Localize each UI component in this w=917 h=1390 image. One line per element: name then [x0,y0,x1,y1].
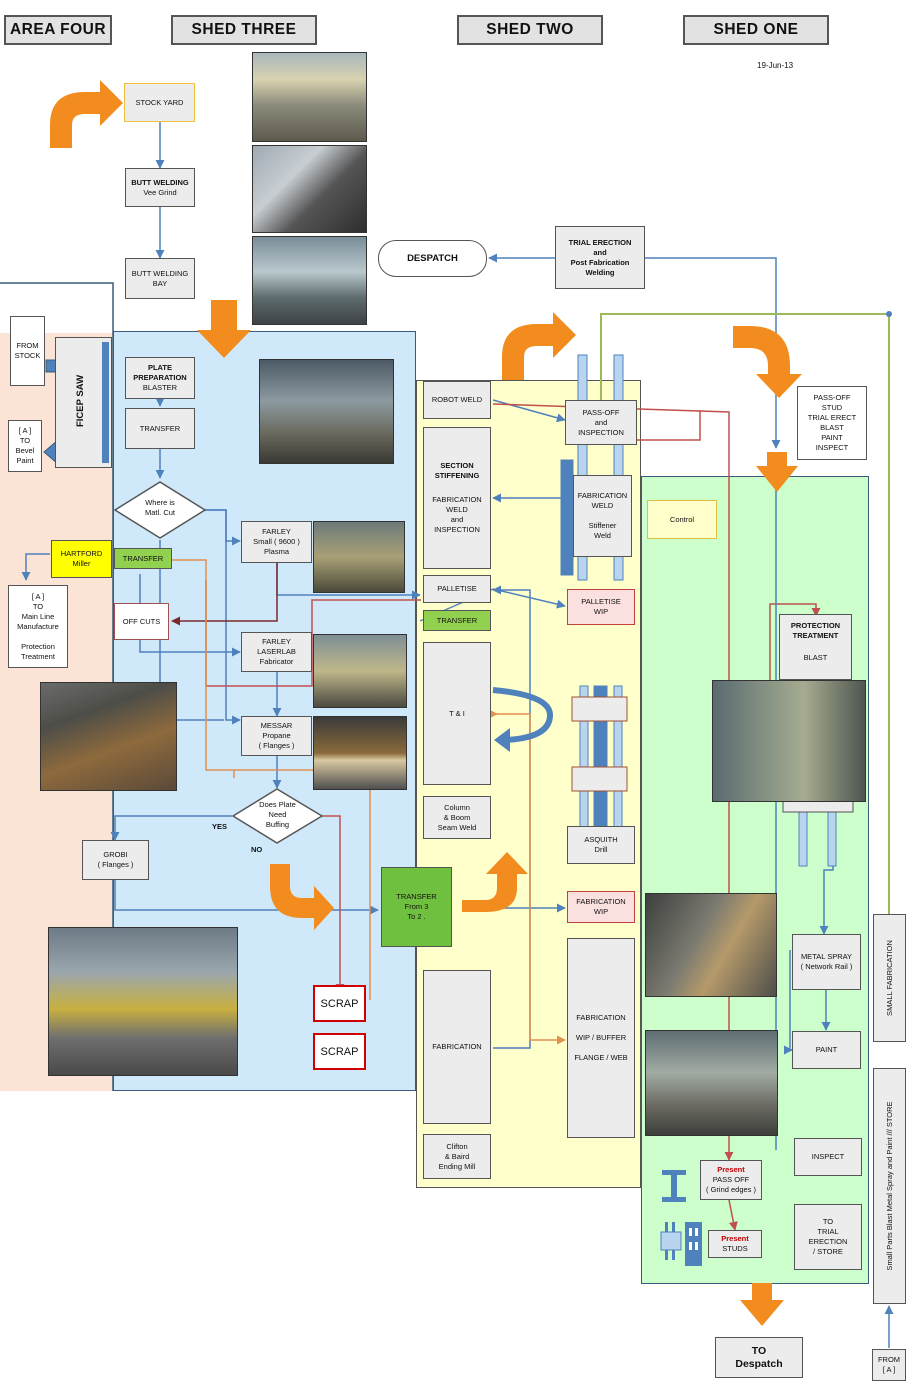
section-stiffening-sub: FABRICATION WELD and INSPECTION [432,495,482,534]
palletise-wip-box: PALLETISE WIP [567,589,635,625]
off-cuts-box: OFF CUTS [114,603,169,640]
plate-preparation-sub: BLASTER [142,383,178,392]
butt-welding-vee-box: BUTT WELDING Vee Grind [125,168,195,207]
photo-blast-chamber [712,680,866,802]
fabrication-wip-box: FABRICATION WIP [567,891,635,923]
header-area-four: AREA FOUR [4,15,112,45]
where-is-matl-cut-diamond: Where is Matl. Cut [114,481,206,539]
header-shed-three: SHED THREE [171,15,317,45]
control-box: Control [647,500,717,539]
small-parts-label: Small Parts Blast Metal Spray and Paint … [885,1101,894,1271]
i-beam-icon [662,1170,686,1202]
trial-erection-box: TRIAL ERECTION and Post Fabrication Weld… [555,226,645,289]
ficep-saw-bar [102,342,109,463]
plate-preparation-title: PLATE PREPARATION [133,363,187,382]
photo-butt-welding [252,145,367,233]
photo-welding-bay [252,236,367,325]
photo-paint-bay [645,1030,778,1136]
ficep-saw-label: FICEP SAW [75,374,86,428]
stock-yard-box: STOCK YARD [124,83,195,122]
scrap-box-1: SCRAP [313,985,366,1022]
transfer-green-box-2: TRANSFER [423,610,491,631]
no-label: NO [251,845,263,854]
small-parts-box: Small Parts Blast Metal Spray and Paint … [873,1068,906,1304]
hartford-miller-box: HARTFORD Miller [51,540,112,578]
does-plate-need-buffing-label: Does Plate Need Buffing [259,800,296,829]
protection-treatment-title: PROTECTION TREATMENT [790,621,841,640]
butt-welding-vee-title: BUTT WELDING [131,177,189,187]
protection-treatment-sub: BLAST [803,653,828,662]
pass-off-stud-box: PASS-OFF STUD TRIAL ERECT BLAST PAINT IN… [797,386,867,460]
photo-laserlab [313,634,407,708]
butt-welding-vee-sub: Vee Grind [143,187,177,197]
photo-messar-propane [313,716,407,790]
robot-weld-box: ROBOT WELD [423,381,491,419]
fabrication-weld-box: FABRICATION WELD Stiffener Weld [573,475,632,557]
from-a-box: FROM [ A ] [872,1349,906,1381]
pass-off-inspection-box: PASS-OFF and INSPECTION [565,400,637,445]
header-shed-two: SHED TWO [457,15,603,45]
scrap-box-2: SCRAP [313,1033,366,1070]
from-stock-box: FROM STOCK [10,316,45,386]
header-shed-one: SHED ONE [683,15,829,45]
where-is-matl-cut-label: Where is Matl. Cut [144,498,175,517]
palletise-box: PALLETISE [423,575,491,603]
fabrication-box: FABRICATION [423,970,491,1124]
asquith-drill-box: ASQUITH Drill [567,826,635,864]
to-main-line-box: [ A ] TO Main Line Manufacture Protectio… [8,585,68,668]
present-studs-box: Present STUDS [708,1230,762,1258]
fabrication-wip-buffer-box: FABRICATION WIP / BUFFER FLANGE / WEB [567,938,635,1138]
present-pass-off-box: Present PASS OFF ( Grind edges ) [700,1160,762,1200]
protection-treatment-box: PROTECTION TREATMENT BLAST [779,614,852,680]
column-boom-seam-weld-box: Column & Boom Seam Weld [423,796,491,839]
plate-preparation-box: PLATE PREPARATION BLASTER [125,357,195,399]
transfer-box: TRANSFER [125,408,195,449]
t-and-i-box: T & I [423,642,491,785]
small-fabrication-label: SMALL FABRICATION [885,940,894,1016]
to-despatch-box: TO Despatch [715,1337,803,1378]
grobi-flanges-box: GROBI ( Flanges ) [82,840,149,880]
despatch-box: DESPATCH [378,240,487,277]
small-fabrication-box: SMALL FABRICATION [873,914,906,1042]
present-pass-off-red: Present [717,1165,745,1174]
section-stiffening-box: SECTION STIFFENING FABRICATION WELD and … [423,427,491,569]
transfer-green-box: TRANSFER [114,548,172,569]
inspect-box: INSPECT [794,1138,862,1176]
butt-welding-bay-box: BUTT WELDING BAY [125,258,195,299]
section-stiffening-title: SECTION STIFFENING [434,461,480,480]
ficep-saw-box: FICEP SAW [55,337,112,468]
date-label: 19-Jun-13 [757,61,794,70]
photo-fabrication-bay [645,893,777,997]
messar-propane-box: MESSAR Propane ( Flanges ) [241,716,312,756]
present-studs-label: STUDS [722,1244,748,1253]
photo-plates-stack [40,682,177,791]
photo-grobi-yard [48,927,238,1076]
photo-plate-preparation [259,359,394,464]
photo-plasma-cutter [313,521,405,593]
farley-laserlab-box: FARLEY LASERLAB Fabricator [241,632,312,672]
to-bevel-paint-box: [ A ] TO Bevel Paint [8,420,42,472]
to-trial-erection-store-box: TO TRIAL ERECTION / STORE [794,1204,862,1270]
does-plate-need-buffing-diamond: Does Plate Need Buffing [232,788,323,844]
clifton-baird-box: Clifton & Baird Ending Mill [423,1134,491,1179]
present-pass-off-label: PASS OFF ( Grind edges ) [705,1175,757,1194]
paint-box: PAINT [792,1031,861,1069]
photo-stock-yard-crane [252,52,367,142]
transfer-3-to-2-box: TRANSFER From 3 To 2 . [381,867,452,947]
yes-label: YES [212,822,228,831]
metal-spray-box: METAL SPRAY ( Network Rail ) [792,934,861,990]
stud-plate-icon [660,1222,702,1266]
farley-plasma-box: FARLEY Small ( 9600 ) Plasma [241,521,312,563]
present-studs-red: Present [721,1234,749,1243]
